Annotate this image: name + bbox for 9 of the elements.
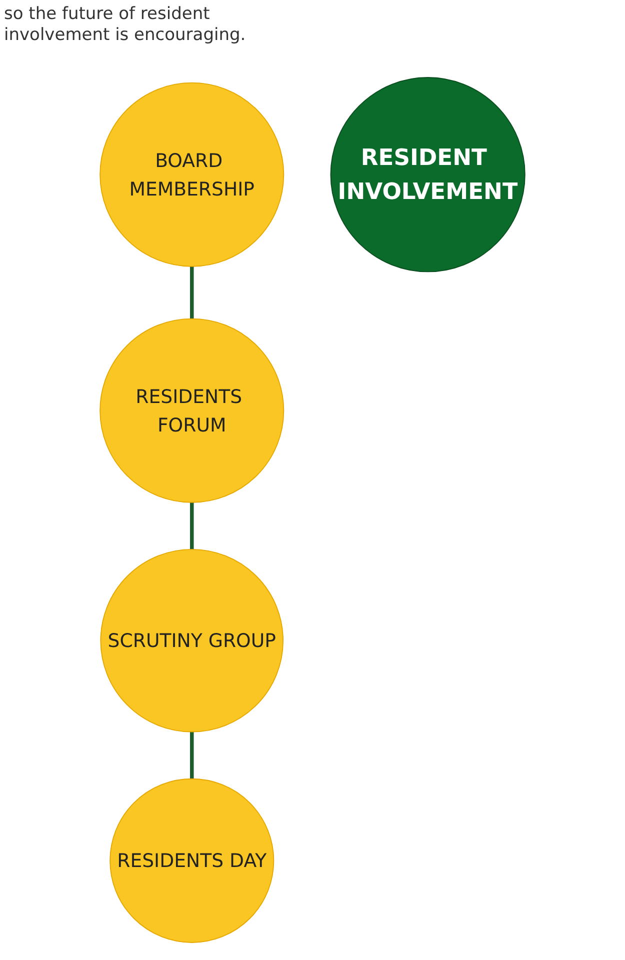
node-circle: RESIDENTS DAY xyxy=(110,778,274,943)
connector xyxy=(190,732,194,779)
note-text: so the future of resident involvement is encouraging. xyxy=(4,4,247,46)
connector xyxy=(190,266,194,319)
node-circle: SCRUTINY GROUP xyxy=(100,548,284,732)
connector xyxy=(190,502,194,550)
node-circle: RESIDENT INVOLVEMENT xyxy=(330,77,526,272)
node-circle: BOARD MEMBERSHIP xyxy=(100,82,284,267)
node-circle: RESIDENTS FORUM xyxy=(100,318,284,503)
